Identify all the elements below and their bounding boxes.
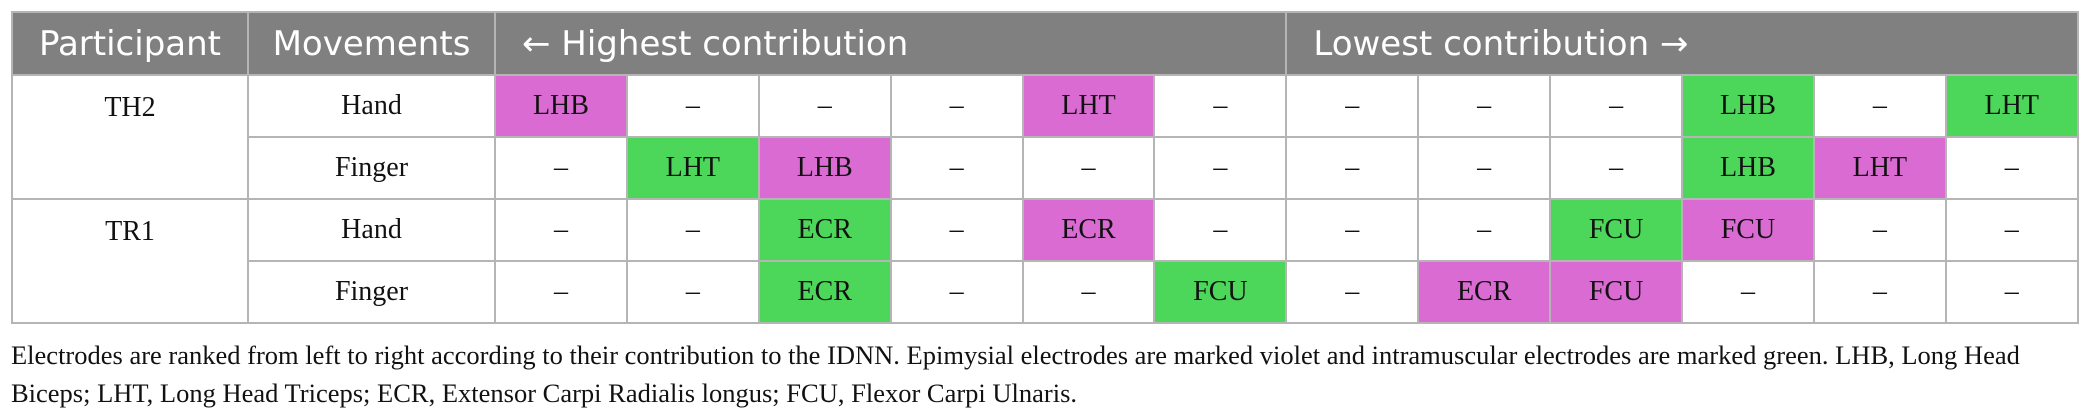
- participant-cell: TH2: [11, 74, 249, 200]
- electrode-cell: –: [1812, 260, 1947, 324]
- table-row: Finger – – ECR – – FCU – ECR FCU – – –: [12, 260, 2079, 324]
- header-lowest-contribution: Lowest contribution →: [1285, 12, 2079, 75]
- electrode-cell: –: [1549, 136, 1684, 200]
- electrode-cell: LHB: [1681, 136, 1815, 200]
- electrode-cell: –: [1153, 136, 1288, 200]
- electrode-cell: –: [1417, 74, 1552, 138]
- electrode-cell: –: [1812, 74, 1947, 138]
- electrode-cell: –: [1153, 74, 1288, 138]
- electrode-cell: LHT: [1021, 74, 1156, 138]
- electrode-cell: –: [494, 198, 628, 262]
- electrode-cell: LHT: [1812, 136, 1947, 200]
- electrode-cell: –: [625, 74, 760, 138]
- electrode-cell: –: [1812, 198, 1947, 262]
- electrode-cell: LHB: [494, 74, 628, 138]
- movement-cell: Hand: [247, 74, 496, 138]
- movement-cell: Finger: [247, 260, 496, 324]
- electrode-cell: FCU: [1549, 198, 1684, 262]
- electrode-cell: –: [1153, 198, 1288, 262]
- electrode-cell: –: [494, 136, 628, 200]
- electrode-contribution-table: Participant Movements ← Highest contribu…: [11, 11, 2079, 324]
- electrode-cell: LHB: [757, 136, 892, 200]
- electrode-cell: FCU: [1549, 260, 1684, 324]
- header-movements: Movements: [247, 12, 496, 75]
- electrode-cell: –: [1944, 260, 2079, 324]
- electrode-cell: –: [1549, 74, 1684, 138]
- electrode-cell: –: [625, 198, 760, 262]
- electrode-cell: –: [1285, 198, 1420, 262]
- electrode-cell: FCU: [1153, 260, 1288, 324]
- electrode-cell: –: [1285, 136, 1420, 200]
- electrode-cell: ECR: [1021, 198, 1156, 262]
- electrode-cell: –: [1417, 198, 1552, 262]
- electrode-cell: –: [1285, 260, 1420, 324]
- electrode-cell: –: [494, 260, 628, 324]
- electrode-cell: ECR: [757, 260, 892, 324]
- electrode-cell: ECR: [1417, 260, 1552, 324]
- electrode-cell: –: [889, 198, 1024, 262]
- electrode-cell: ECR: [757, 198, 892, 262]
- movement-cell: Finger: [247, 136, 496, 200]
- movement-cell: Hand: [247, 198, 496, 262]
- participant-cell: TR1: [11, 198, 249, 324]
- header-row: Participant Movements ← Highest contribu…: [11, 12, 2079, 75]
- electrode-cell: –: [1944, 136, 2079, 200]
- electrode-cell: LHB: [1681, 74, 1815, 138]
- electrode-cell: LHT: [625, 136, 760, 200]
- electrode-cell: –: [1285, 74, 1420, 138]
- electrode-cell: –: [889, 260, 1024, 324]
- table-row: TH2 Hand LHB – – – LHT – – – – LHB – LHT: [11, 74, 2079, 200]
- electrode-cell: –: [1417, 136, 1552, 200]
- electrode-cell: –: [1021, 136, 1156, 200]
- header-highest-contribution: ← Highest contribution: [493, 12, 1287, 75]
- electrode-cell: –: [1021, 260, 1156, 324]
- electrode-cell: –: [625, 260, 760, 324]
- table-caption: Electrodes are ranked from left to right…: [11, 340, 2020, 408]
- electrode-cell: –: [1681, 260, 1815, 324]
- table-row: Finger – LHT LHB – – – – – – LHB LHT –: [12, 136, 2079, 200]
- header-participant: Participant: [11, 12, 249, 75]
- electrode-cell: –: [757, 74, 892, 138]
- electrode-cell: LHT: [1944, 74, 2079, 138]
- table-row: TR1 Hand – – ECR – ECR – – – FCU FCU – –: [11, 198, 2079, 324]
- electrode-cell: FCU: [1681, 198, 1815, 262]
- electrode-cell: –: [889, 136, 1024, 200]
- electrode-cell: –: [889, 74, 1024, 138]
- electrode-cell: –: [1944, 198, 2079, 262]
